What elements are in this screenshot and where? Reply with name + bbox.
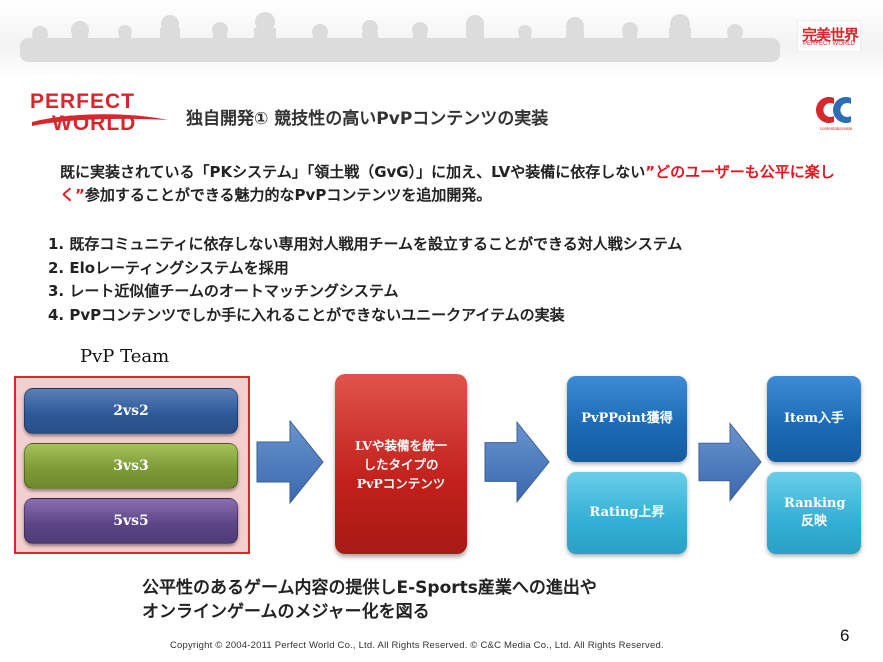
team-2vs2: 2vs2 [24, 388, 238, 434]
flow-arrow-icon [698, 422, 762, 502]
perfect-world-logo: PERFECT WORLD [30, 90, 170, 140]
unified-pvp-content-box: LVや装備を統一したタイプのPvPコンテンツ [335, 374, 467, 554]
logo-swoosh [32, 114, 168, 126]
intro-paragraph: 既に実装されている「PKシステム」「領土戦（GvG）」に加え、LVや装備に依存し… [60, 161, 840, 207]
header-banner: 完美世界 PERFECT WORLD [0, 0, 883, 78]
pvp-team-title: PvP Team [80, 346, 170, 367]
copyright-footer: Copyright © 2004-2011 Perfect World Co.,… [170, 640, 664, 651]
silhouette-decoration [20, 12, 780, 62]
logo-line1: PERFECT [30, 90, 136, 113]
ranking-box: Ranking反映 [767, 472, 861, 554]
cc-media-logo: contents&create [815, 92, 857, 132]
cc-icon: contents&create [816, 97, 853, 131]
feature-item: 2. Eloレーティングシステムを採用 [48, 258, 289, 277]
page-number: 6 [840, 626, 850, 645]
feature-item: 1. 既存コミュニティに依存しない専用対人戦用チームを設立することができる対人戦… [48, 235, 683, 253]
pvp-point-box: PvPPoint獲得 [567, 376, 687, 462]
intro-text-part1: 既に実装されている「PKシステム」「領土戦（GvG）」に加え、LVや装備に依存し… [60, 163, 646, 181]
closing-line2: オンラインゲームのメジャー化を図る [142, 602, 430, 622]
center-label: LVや装備を統一したタイプのPvPコンテンツ [354, 437, 447, 491]
corner-logo-text: 完美世界 [802, 26, 859, 44]
feature-list: 1. 既存コミュニティに依存しない専用対人戦用チームを設立することができる対人戦… [48, 233, 682, 327]
flow-arrow-icon [484, 420, 550, 504]
ranking-label: Ranking反映 [784, 496, 846, 529]
team-5vs5: 5vs5 [24, 498, 238, 544]
flow-arrow-icon [256, 420, 324, 504]
item-obtain-box: Item入手 [767, 376, 861, 462]
closing-line1: 公平性のあるゲーム内容の提供しE-Sports産業への進出や [142, 578, 597, 598]
feature-item: 3. レート近似値チームのオートマッチングシステム [48, 282, 399, 300]
perfect-world-corner-logo: 完美世界 PERFECT WORLD [797, 20, 861, 52]
slide-title: 独自開発① 競技性の高いPvPコンテンツの実装 [186, 109, 549, 129]
pvp-team-group: 2vs2 3vs3 5vs5 [14, 376, 250, 554]
cc-logo-text: contents&create [820, 126, 853, 131]
intro-highlight: ”どのユーザーも公平に楽しく” [60, 163, 835, 204]
rating-up-box: Rating上昇 [567, 472, 687, 554]
team-3vs3: 3vs3 [24, 443, 238, 489]
intro-text-part2: 参加することができる魅力的なPvPコンテンツを追加開発。 [84, 186, 492, 204]
feature-item: 4. PvPコンテンツでしか手に入れることができないユニークアイテムの実装 [48, 305, 565, 324]
logo-line2: WORLD [52, 112, 137, 135]
corner-logo-subtext: PERFECT WORLD [803, 41, 855, 47]
closing-statement: 公平性のあるゲーム内容の提供しE-Sports産業への進出や オンラインゲームの… [142, 576, 597, 624]
